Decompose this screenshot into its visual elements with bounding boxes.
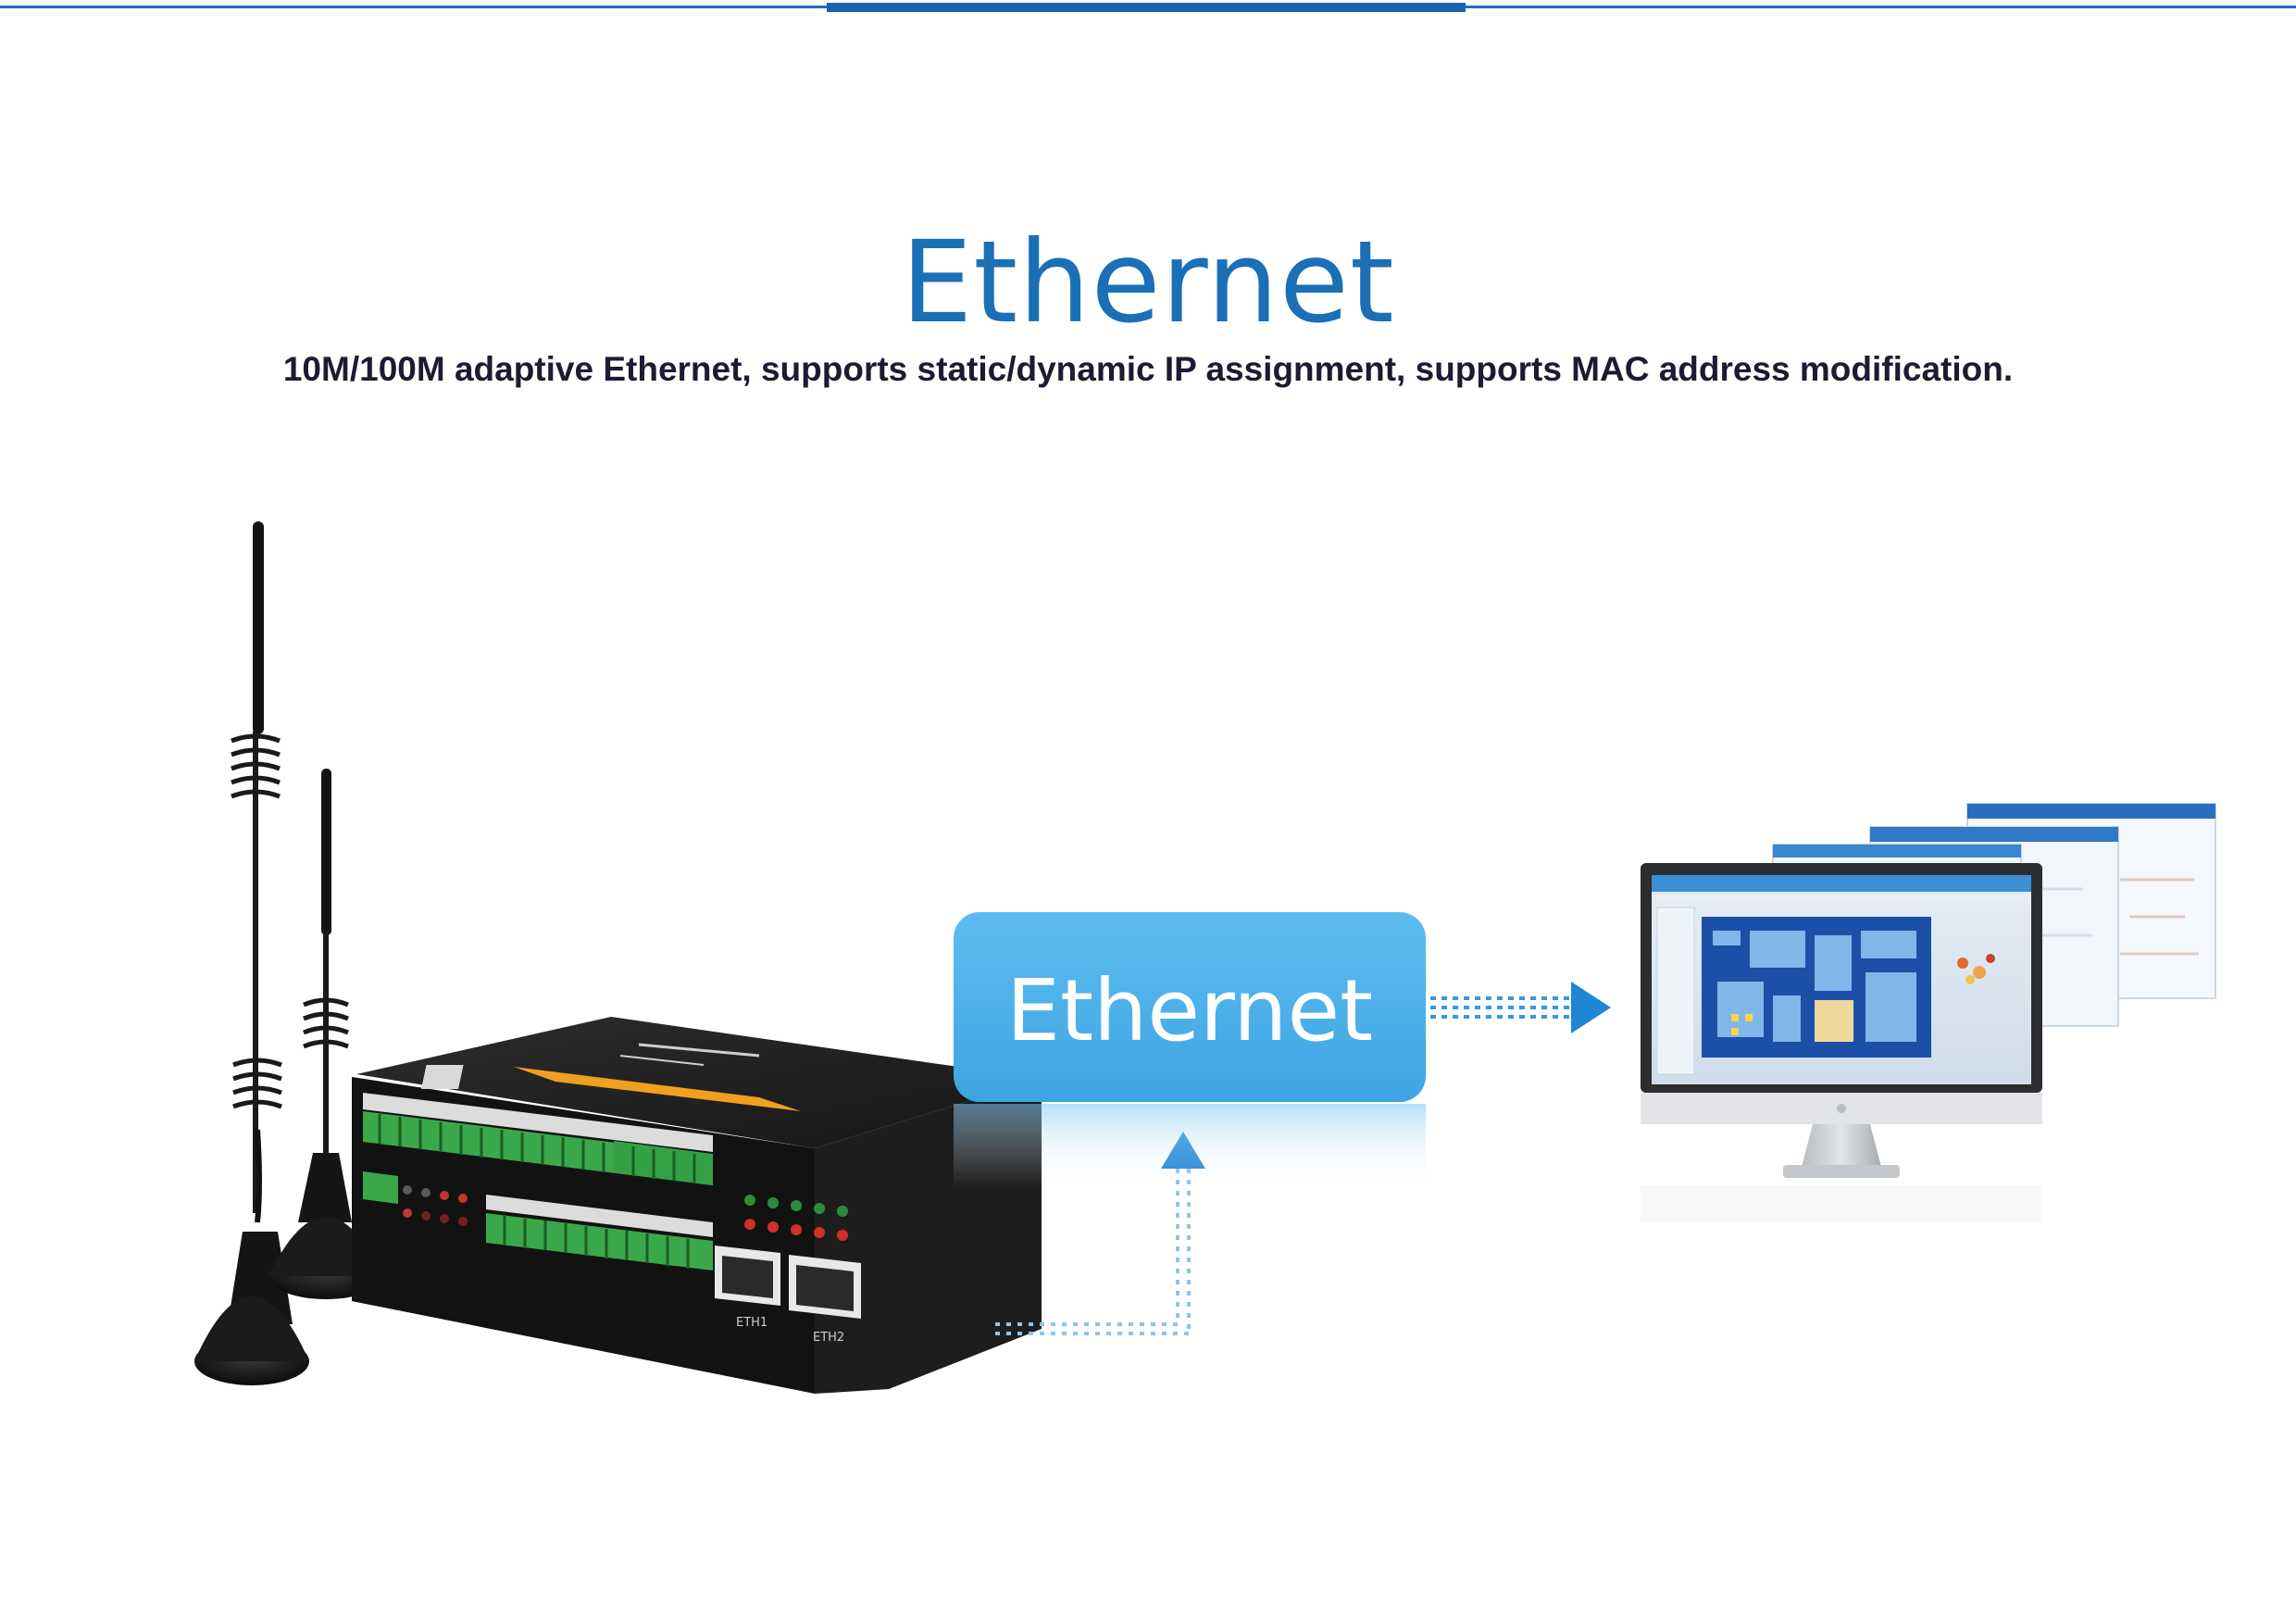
arrow-right-icon xyxy=(1571,982,1611,1033)
eth1-port: ETH1 xyxy=(715,1246,780,1330)
rtu-device-icon: ETH1 ETH2 xyxy=(352,1017,1042,1394)
page-description: 10M/100M adaptive Ethernet, supports sta… xyxy=(282,350,2014,388)
ethernet-badge-label: Ethernet xyxy=(1006,961,1373,1060)
eth2-port: ETH2 xyxy=(789,1255,861,1345)
monitor-icon xyxy=(1641,803,2216,1222)
eth1-label: ETH1 xyxy=(736,1316,767,1330)
connector-right xyxy=(1430,982,1611,1033)
top-rule-accent xyxy=(827,3,1466,12)
eth2-label: ETH2 xyxy=(813,1331,844,1345)
page-title: Ethernet xyxy=(901,216,1395,348)
antenna-tall-icon xyxy=(194,521,309,1385)
ethernet-badge: Ethernet xyxy=(954,912,1426,1187)
